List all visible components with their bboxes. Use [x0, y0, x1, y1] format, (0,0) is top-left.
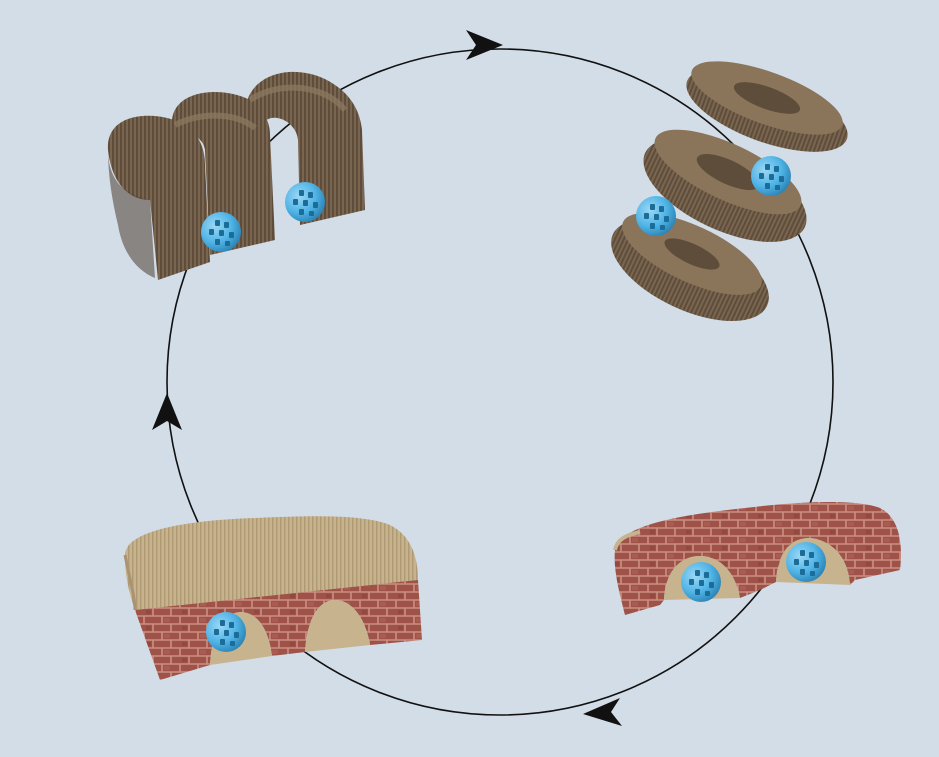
stacked-rings-configuration: [611, 61, 848, 322]
left-arrowhead-icon: [152, 393, 182, 430]
top-arrowhead-icon: [466, 30, 503, 60]
bottom-arrowhead-icon: [583, 698, 622, 726]
cycle-circle: [166, 48, 834, 716]
brick-tunnel-wide-configuration: [123, 516, 422, 680]
spiral-wave-configuration: [107, 71, 365, 280]
brick-tunnel-short-configuration: [613, 502, 901, 615]
